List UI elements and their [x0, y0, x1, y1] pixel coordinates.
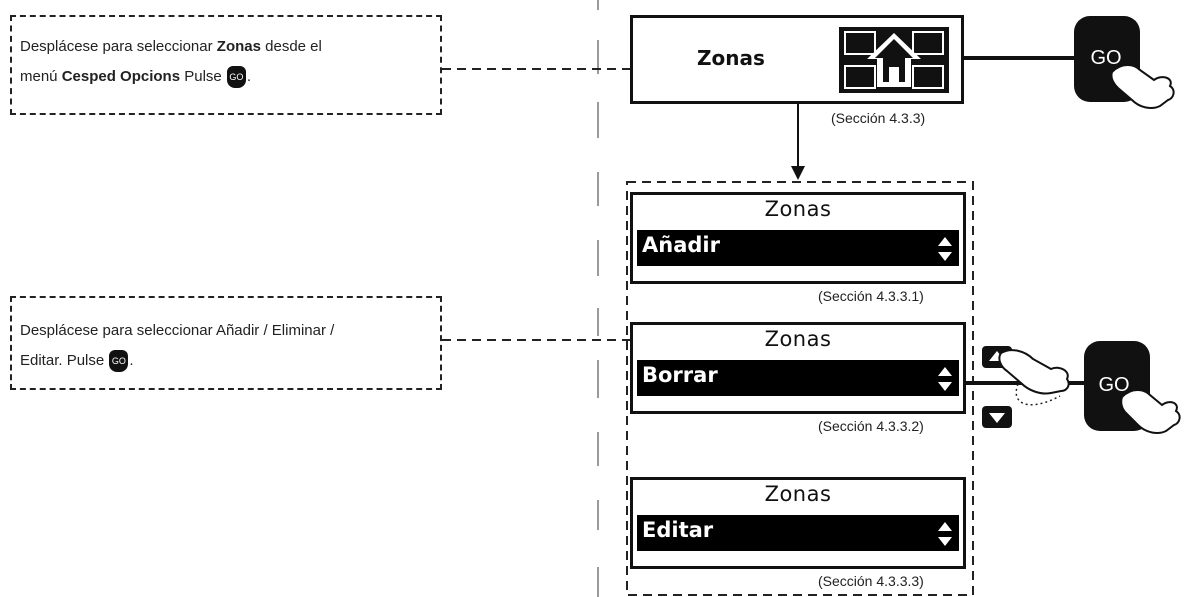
instr1-bold-menu: Cesped Opcions	[61, 68, 181, 85]
instruction-box-zonas	[10, 15, 442, 115]
instr1-text-d: Pulse	[180, 68, 226, 85]
main-menu-label: Zonas	[697, 46, 765, 70]
zone-screen-add: Zonas Añadir	[630, 192, 966, 284]
instr2-text: Editar. Pulse	[20, 352, 109, 369]
arrow-down-head	[791, 166, 805, 180]
up-down-arrows-icon	[938, 522, 952, 546]
home-zones-icon	[839, 27, 949, 93]
zone-screen-delete: Zonas Borrar	[630, 322, 966, 414]
go-button-top[interactable]: GO	[1070, 10, 1182, 110]
pointing-hand-icon	[1120, 389, 1181, 434]
option-label-delete: Borrar	[642, 363, 718, 387]
options-group-border	[626, 181, 974, 596]
up-down-arrows-icon	[938, 367, 952, 391]
instr2-line1: Desplácese para seleccionar Añadir / Eli…	[20, 322, 335, 339]
instr2-period: .	[129, 352, 134, 369]
go-mini-icon: GO	[109, 350, 129, 373]
instruction-box-options	[10, 296, 442, 390]
screen-title: Zonas	[764, 327, 832, 351]
pointing-hand-icon	[998, 349, 1070, 395]
screen-title: Zonas	[764, 482, 832, 506]
zone-screen-edit: Zonas Editar	[630, 477, 966, 569]
screen-title: Zonas	[764, 197, 832, 221]
main-menu-caption: (Sección 4.3.3)	[831, 110, 926, 126]
caption-delete: (Sección 4.3.3.2)	[818, 418, 924, 434]
go-button-label: GO	[1090, 47, 1121, 69]
instr1-period: .	[246, 68, 252, 85]
scroll-down-icon	[989, 413, 1005, 423]
caption-add: (Sección 4.3.3.1)	[818, 288, 924, 304]
instruction-text-options: Desplácese para seleccionar Añadir / Eli…	[20, 316, 440, 376]
instr1-text-c: menú	[20, 68, 62, 85]
swipe-dotted-path	[1015, 383, 1061, 406]
up-down-arrows-icon	[938, 237, 952, 261]
option-bar-edit[interactable]: Editar	[637, 515, 959, 551]
go-button-bottom[interactable]: GO	[1080, 335, 1185, 440]
go-mini-icon: GO	[226, 66, 246, 89]
option-bar-add[interactable]: Añadir	[637, 230, 959, 266]
option-bar-delete[interactable]: Borrar	[637, 360, 959, 396]
instr1-bold-zonas: Zonas	[216, 38, 261, 55]
pointing-hand-icon	[1110, 64, 1175, 109]
instr1-text-a: Desplácese para seleccionar	[20, 38, 217, 55]
caption-edit: (Sección 4.3.3.3)	[818, 573, 924, 589]
option-label-edit: Editar	[642, 518, 714, 542]
instruction-text-zonas: Desplácese para seleccionar Zonas desde …	[20, 32, 440, 92]
main-menu-screen: Zonas	[630, 15, 964, 104]
go-button-label: GO	[1098, 374, 1129, 396]
option-label-add: Añadir	[642, 233, 720, 257]
instr1-text-b: desde el	[260, 38, 322, 55]
